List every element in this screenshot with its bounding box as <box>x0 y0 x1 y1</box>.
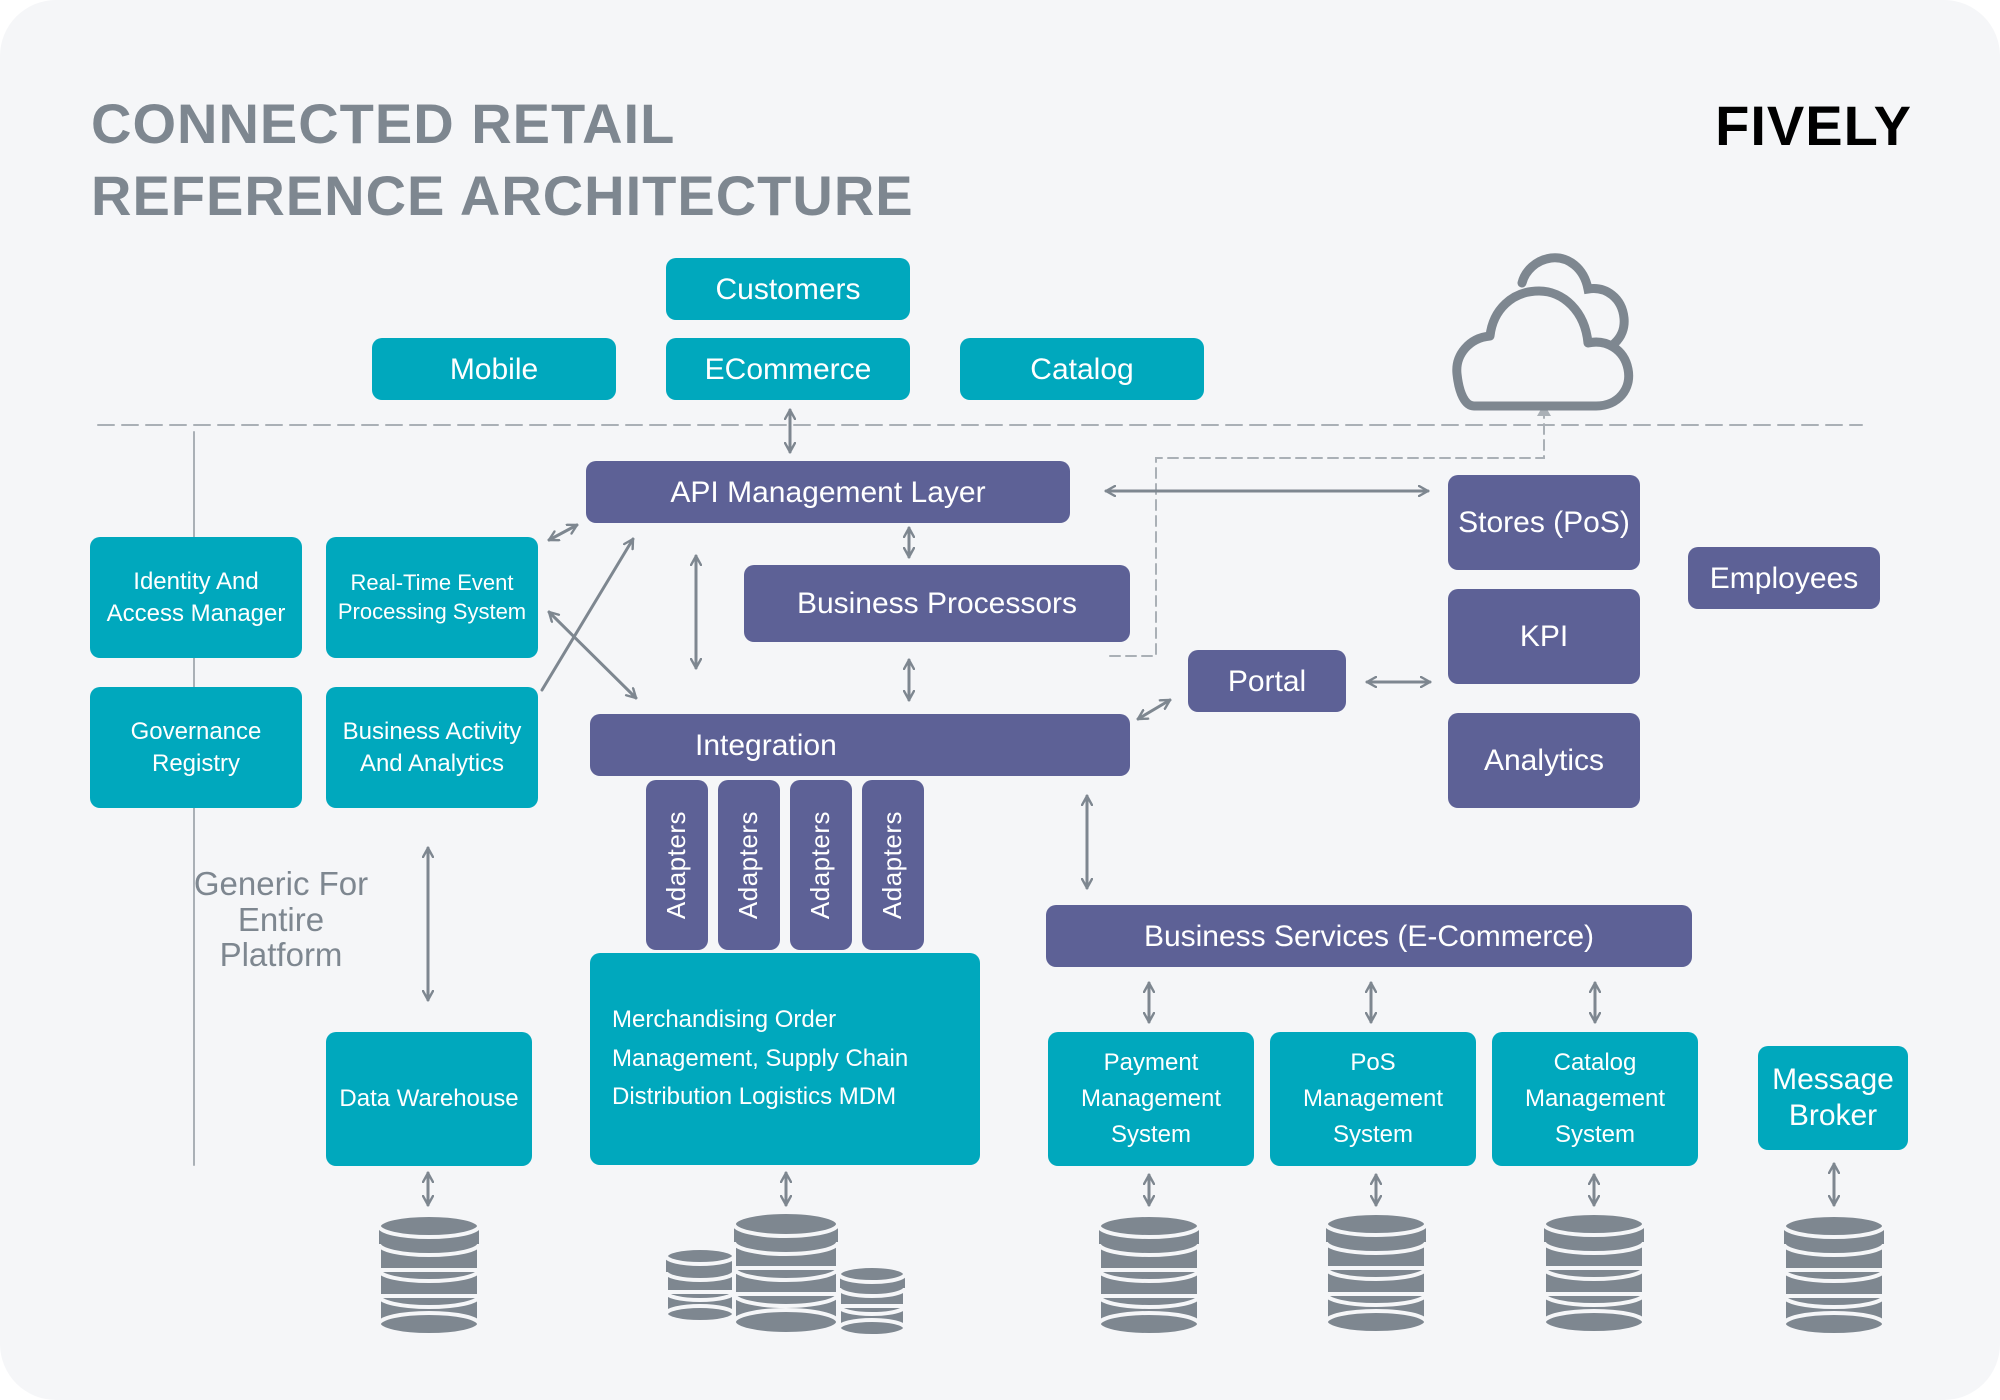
analytics-box: Analytics <box>1448 713 1640 808</box>
payment-management-box: Payment Management System <box>1048 1032 1254 1166</box>
ecommerce-box: ECommerce <box>666 338 910 400</box>
message-broker-box: Message Broker <box>1758 1046 1908 1150</box>
adapter-3: Adapters <box>790 780 852 950</box>
title-line-2: REFERENCE ARCHITECTURE <box>91 164 914 227</box>
data-warehouse-box: Data Warehouse <box>326 1032 532 1166</box>
brand-logo: FIVELY <box>1715 94 1912 157</box>
database-icon <box>1097 1213 1201 1336</box>
adapter-label: Adapters <box>877 810 908 920</box>
cross-connector-a <box>540 537 635 692</box>
database-icon <box>1324 1211 1428 1334</box>
business-services-box: Business Services (E-Commerce) <box>1046 905 1692 967</box>
governance-registry-box: Governance Registry <box>90 687 302 808</box>
portal-box: Portal <box>1188 650 1346 712</box>
business-activity-analytics-box: Business Activity And Analytics <box>326 687 538 808</box>
catalog-channel-box: Catalog <box>960 338 1204 400</box>
portal-integration-connector <box>1136 698 1172 721</box>
realtime-api-connector <box>547 523 579 542</box>
cloud-icon <box>1452 253 1634 411</box>
realtime-event-processing-box: Real-Time Event Processing System <box>326 537 538 658</box>
api-management-layer: API Management Layer <box>586 461 1070 523</box>
adapter-label: Adapters <box>661 810 692 920</box>
database-cluster-icon <box>664 1210 907 1338</box>
title-line-1: CONNECTED RETAIL <box>91 92 676 155</box>
database-icon <box>1542 1211 1646 1334</box>
adapter-2: Adapters <box>718 780 780 950</box>
adapter-1: Adapters <box>646 780 708 950</box>
employees-box: Employees <box>1688 547 1880 609</box>
business-processors-box: Business Processors <box>744 565 1130 642</box>
cross-connector-b <box>547 610 638 700</box>
identity-access-manager-box: Identity And Access Manager <box>90 537 302 658</box>
kpi-box: KPI <box>1448 589 1640 684</box>
generic-platform-label: Generic For Entire Platform <box>193 865 369 974</box>
merchandising-box: Merchandising Order Management, Supply C… <box>590 953 980 1165</box>
stores-pos-box: Stores (PoS) <box>1448 475 1640 570</box>
catalog-management-box: Catalog Management System <box>1492 1032 1698 1166</box>
pos-management-box: PoS Management System <box>1270 1032 1476 1166</box>
cloud-dashed-route <box>1109 409 1545 657</box>
adapter-label: Adapters <box>805 810 836 920</box>
mobile-box: Mobile <box>372 338 616 400</box>
adapter-4: Adapters <box>862 780 924 950</box>
adapter-label: Adapters <box>733 810 764 920</box>
database-icon <box>1782 1213 1886 1336</box>
database-icon <box>377 1213 481 1336</box>
integration-box: Integration <box>590 714 1130 776</box>
customers-box: Customers <box>666 258 910 320</box>
